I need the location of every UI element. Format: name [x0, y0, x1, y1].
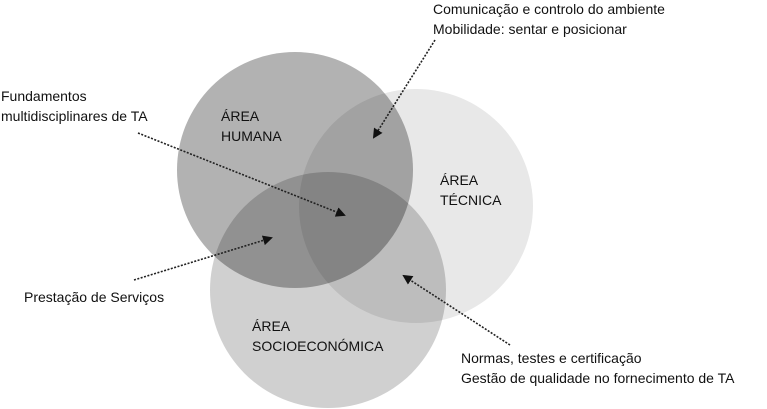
area-name: SOCIOECONÓMICA	[252, 338, 384, 354]
arrow-communication	[372, 39, 436, 139]
annotation-line: multidisciplinares de TA	[1, 108, 148, 124]
area-name: HUMANA	[221, 128, 282, 144]
area-title: ÁREA	[252, 318, 291, 334]
label-human-area: ÁREA HUMANA	[221, 106, 282, 146]
annotation-line: Gestão de qualidade no fornecimento de T…	[461, 370, 735, 386]
circle-socioeconomic-area	[210, 172, 446, 408]
annotation-line: Mobilidade: sentar e posicionar	[433, 21, 627, 37]
area-title: ÁREA	[440, 172, 479, 188]
annotation-line: Fundamentos	[1, 88, 87, 104]
annotation-line: Comunicação e controlo do ambiente	[433, 1, 665, 17]
annotation-line: Normas, testes e certificação	[461, 350, 642, 366]
arrow-services	[133, 235, 273, 281]
annotation-fundamentals: Fundamentos multidisciplinares de TA	[1, 86, 148, 126]
label-technical-area: ÁREA TÉCNICA	[440, 170, 501, 210]
area-title: ÁREA	[221, 108, 260, 124]
area-name: TÉCNICA	[440, 192, 502, 208]
annotation-standards: Normas, testes e certificação Gestão de …	[461, 348, 734, 388]
label-socioeconomic-area: ÁREA SOCIOECONÓMICA	[252, 316, 383, 356]
arrow-fundamentals	[137, 132, 346, 217]
arrow-standards	[402, 274, 511, 346]
annotation-services: Prestação de Serviços	[24, 287, 164, 307]
annotation-communication: Comunicação e controlo do ambiente Mobil…	[433, 0, 665, 39]
annotation-line: Prestação de Serviços	[24, 289, 165, 305]
